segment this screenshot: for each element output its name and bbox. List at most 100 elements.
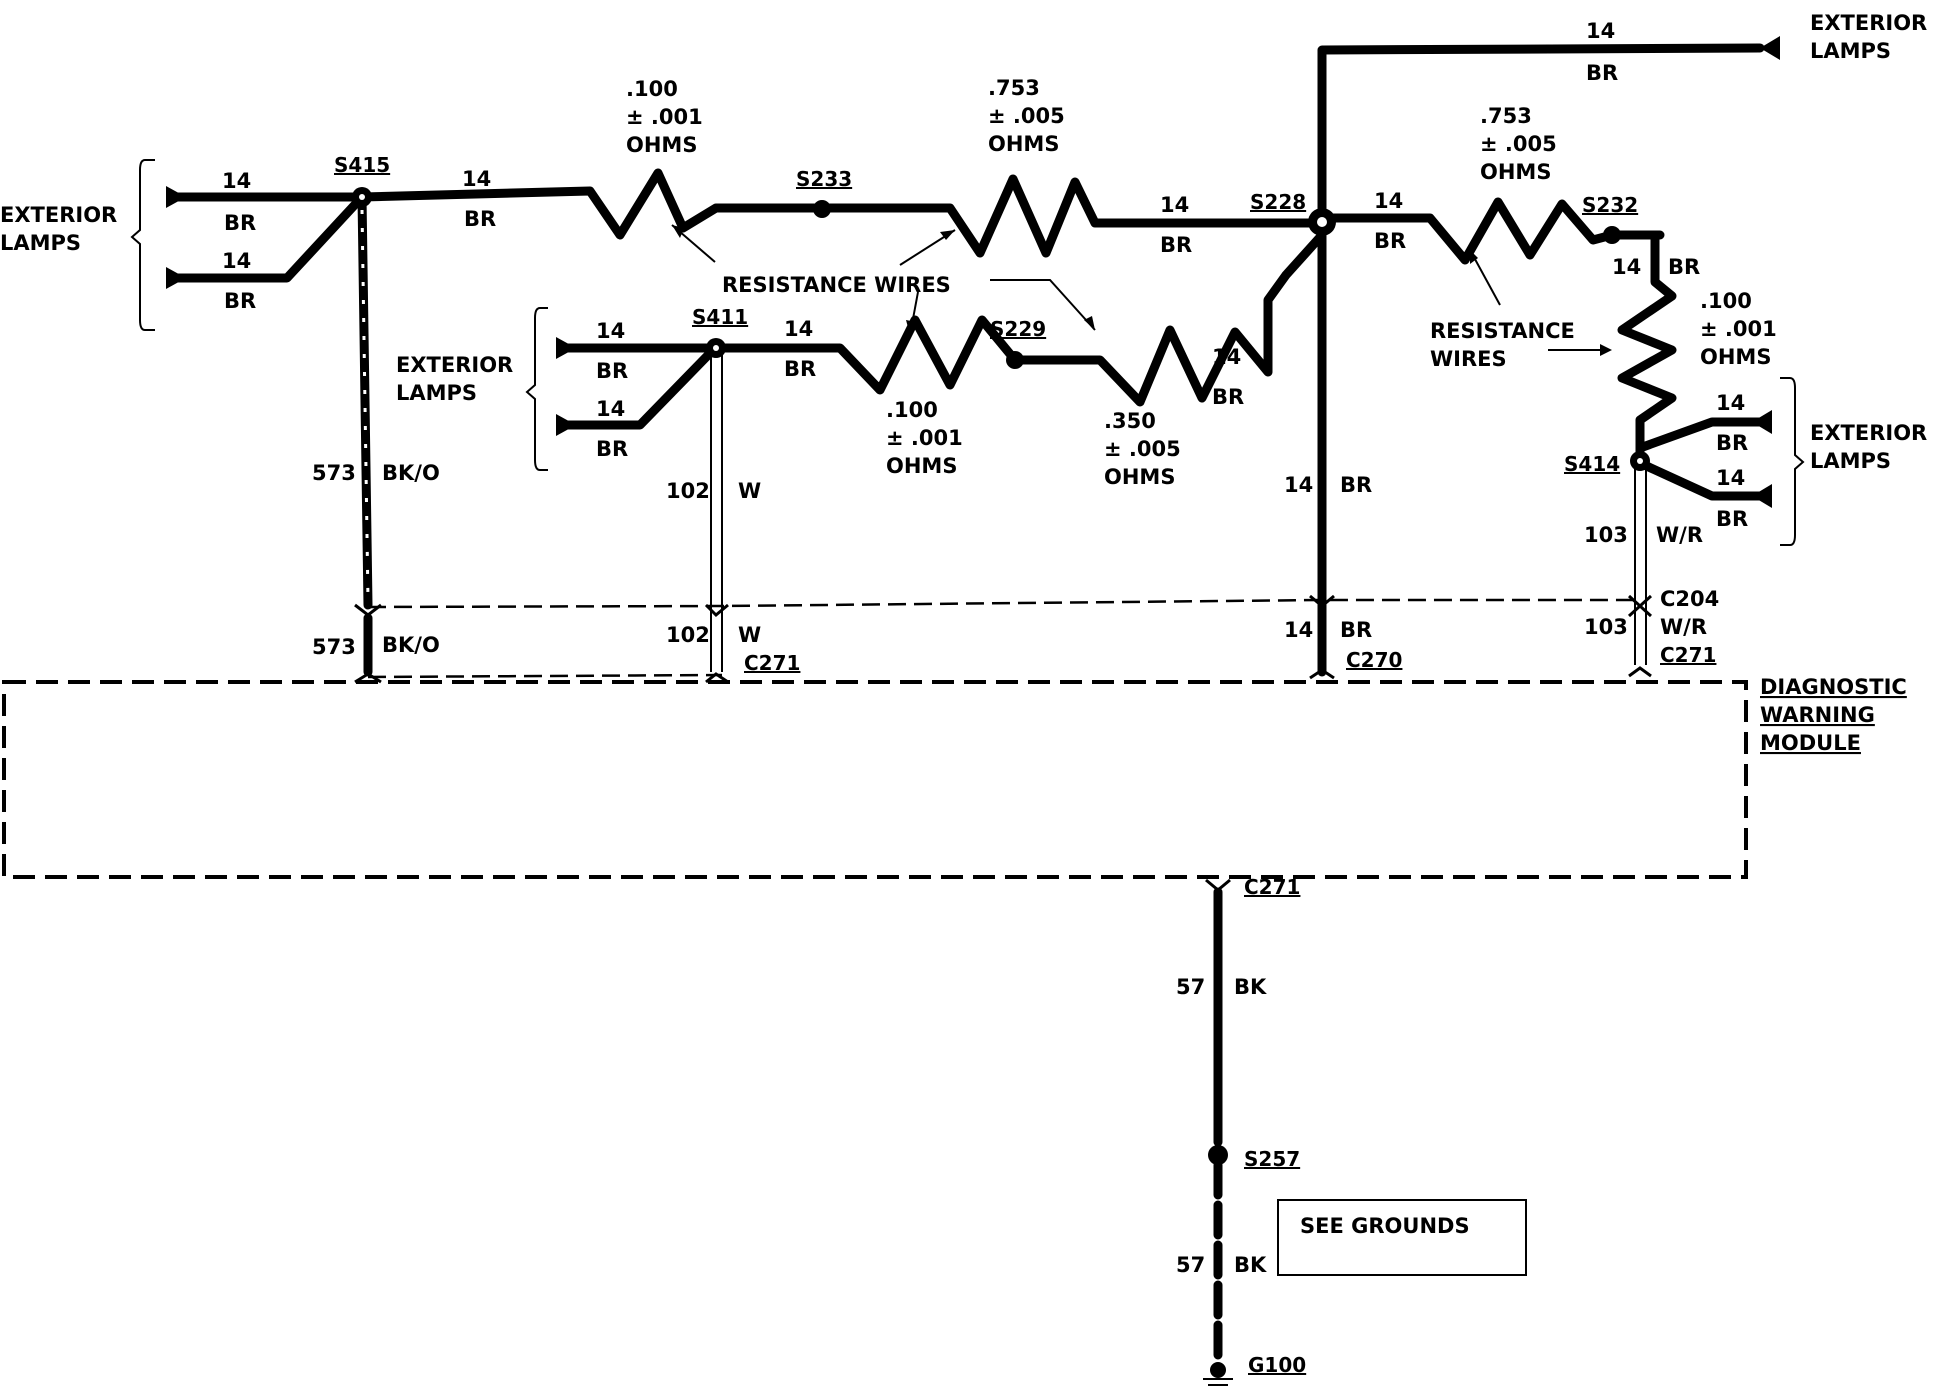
- svg-text:BR: BR: [1340, 618, 1372, 642]
- connector-c271-d: C271: [1244, 875, 1300, 899]
- see-grounds-label: SEE GROUNDS: [1300, 1214, 1470, 1238]
- wire-br-middle-lower: [563, 343, 720, 430]
- splice-s411-label: S411: [692, 305, 748, 329]
- splice-s257-dot: [1208, 1145, 1228, 1165]
- wire-573-bko: [357, 192, 373, 610]
- svg-text:14: 14: [1586, 19, 1615, 43]
- svg-text:BR: BR: [1340, 473, 1372, 497]
- right-lamp-arrow-1: [1752, 410, 1772, 434]
- svg-text:W: W: [738, 623, 761, 647]
- svg-text:W: W: [738, 479, 761, 503]
- svg-text:BR: BR: [1586, 61, 1618, 85]
- svg-text:14: 14: [1160, 193, 1189, 217]
- bracket-mid: [525, 307, 548, 471]
- svg-text:BR: BR: [596, 437, 628, 461]
- svg-text:14: 14: [1284, 618, 1313, 642]
- splice-s233-dot: [813, 200, 831, 218]
- svg-text:14: 14: [1716, 466, 1745, 490]
- svg-text:BK/O: BK/O: [382, 461, 440, 485]
- svg-text:102: 102: [666, 623, 710, 647]
- wire-br-lower-left: [173, 192, 367, 283]
- svg-text:BR: BR: [1668, 255, 1700, 279]
- svg-text:103: 103: [1584, 615, 1628, 639]
- svg-text:14: 14: [784, 317, 813, 341]
- svg-text:102: 102: [666, 479, 710, 503]
- svg-text:BR: BR: [1716, 431, 1748, 455]
- svg-text:573: 573: [312, 461, 356, 485]
- svg-text:14: 14: [1374, 189, 1403, 213]
- diagnostic-warning-module-box: [2, 680, 1748, 879]
- splice-s233-label: S233: [796, 167, 852, 191]
- left-lamp-arrow-2: [166, 267, 186, 289]
- wire-labels: 14 BR 14 BR 14 BR 14 BR 14 BR 14 BR 14 B…: [222, 19, 1748, 1277]
- svg-text:573: 573: [312, 635, 356, 659]
- wire-br-s232-down: [1607, 230, 1677, 465]
- svg-text:W/R: W/R: [1660, 615, 1707, 639]
- splice-s229-dot: [1006, 351, 1024, 369]
- callout-line-4: [990, 279, 1096, 331]
- wire-br-s414-lower: [1635, 458, 1765, 501]
- svg-text:BR: BR: [464, 207, 496, 231]
- connector-dash-upper: [367, 598, 1640, 609]
- connector-c271-c: C271: [1660, 643, 1716, 667]
- wire-br-s414-upper: [1635, 417, 1765, 453]
- splice-s229-label: S229: [990, 317, 1046, 341]
- svg-text:BR: BR: [1160, 233, 1192, 257]
- splice-s257-label: S257: [1244, 1147, 1300, 1171]
- svg-text:14: 14: [222, 169, 251, 193]
- svg-text:14: 14: [1716, 391, 1745, 415]
- mid-lamp-arrow-1: [556, 337, 576, 359]
- bracket-left: [130, 159, 155, 331]
- svg-text:BR: BR: [784, 357, 816, 381]
- svg-text:BK: BK: [1234, 975, 1267, 999]
- splice-s228-label: S228: [1250, 190, 1306, 214]
- ground-g100-label: G100: [1248, 1353, 1306, 1377]
- svg-text:BR: BR: [1212, 385, 1244, 409]
- svg-text:14: 14: [222, 249, 251, 273]
- svg-text:BR: BR: [596, 359, 628, 383]
- wire-br-middle: [563, 230, 1327, 407]
- top-lamp-arrow: [1760, 36, 1780, 60]
- svg-text:14: 14: [1612, 255, 1641, 279]
- mid-lamp-arrow-2: [556, 414, 576, 436]
- svg-text:57: 57: [1176, 1253, 1205, 1277]
- svg-text:103: 103: [1584, 523, 1628, 547]
- connector-c204: C204: [1660, 587, 1719, 611]
- connector-dash-lower: [367, 673, 723, 679]
- svg-text:BK: BK: [1234, 1253, 1267, 1277]
- splice-s232-dot: [1603, 226, 1621, 244]
- connector-c270: C270: [1346, 648, 1402, 672]
- splice-s414-label: S414: [1564, 452, 1620, 476]
- wire-br-to-top-lamps: [1317, 43, 1765, 228]
- ground-dot: [1210, 1362, 1226, 1378]
- splice-s415-label: S415: [334, 153, 390, 177]
- see-grounds-box: [1277, 1199, 1527, 1276]
- svg-text:14: 14: [596, 319, 625, 343]
- svg-text:W/R: W/R: [1656, 523, 1703, 547]
- svg-text:14: 14: [1284, 473, 1313, 497]
- svg-text:BR: BR: [1716, 507, 1748, 531]
- svg-text:BR: BR: [1374, 229, 1406, 253]
- connector-c271-a: C271: [744, 651, 800, 675]
- left-lamp-arrow-1: [166, 186, 186, 208]
- splice-s232-label: S232: [1582, 193, 1638, 217]
- svg-text:14: 14: [1212, 345, 1241, 369]
- svg-text:BR: BR: [224, 211, 256, 235]
- right-lamp-arrow-2: [1752, 484, 1772, 508]
- svg-text:14: 14: [462, 167, 491, 191]
- svg-text:57: 57: [1176, 975, 1205, 999]
- svg-text:14: 14: [596, 397, 625, 421]
